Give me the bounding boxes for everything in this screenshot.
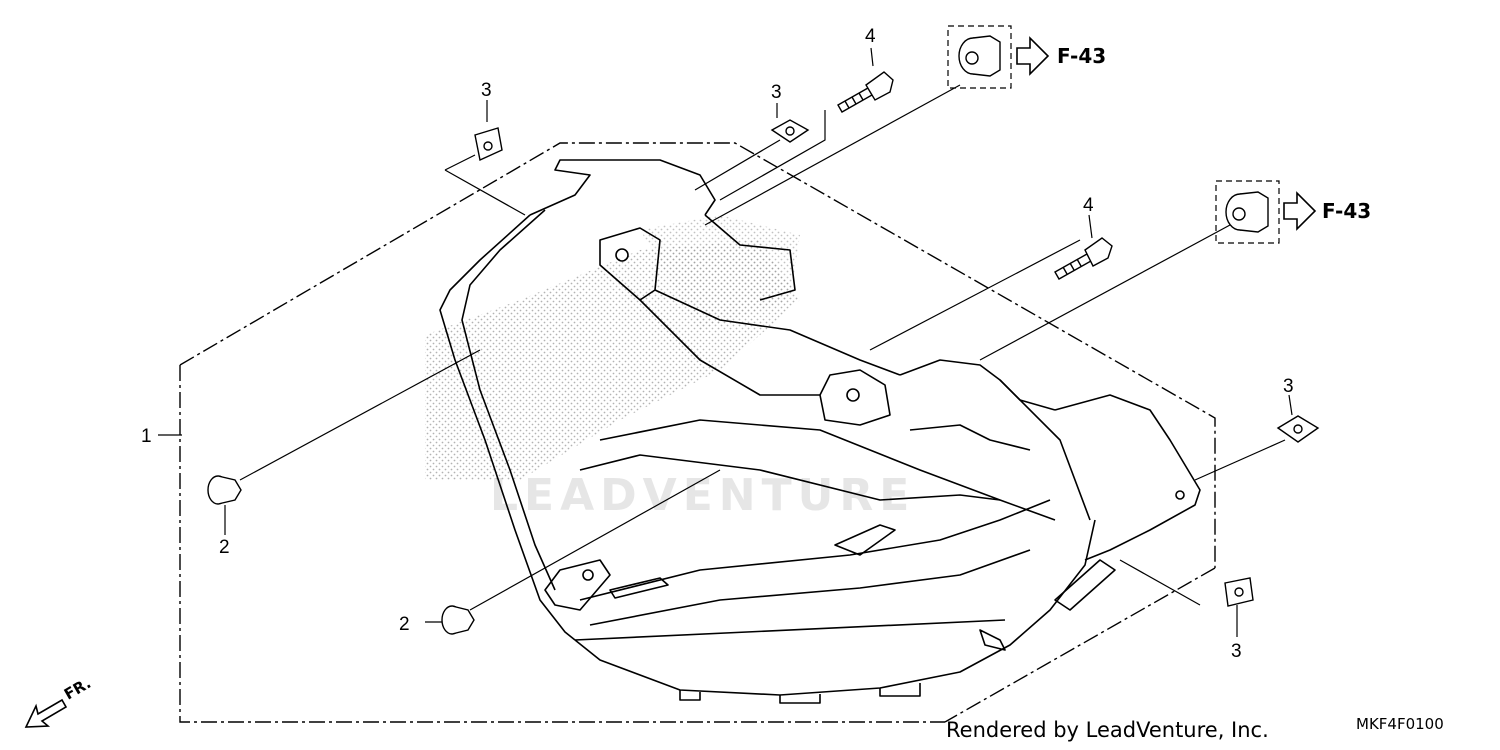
assembly-frame (179, 142, 1216, 723)
callout-3-upper-left: 3 (481, 80, 492, 101)
reference-label-upper: F-43 (1057, 44, 1106, 68)
callout-3-right-lower: 3 (1231, 641, 1242, 662)
rubber-mount-right (1215, 180, 1280, 244)
render-credit: Rendered by LeadVenture, Inc. (946, 718, 1269, 742)
reference-arrow-upper (1016, 36, 1050, 76)
callout-4-upper: 4 (865, 26, 876, 47)
headlight-housing (439, 159, 1201, 704)
leader-lines (158, 47, 1293, 637)
grommet-left-upper (207, 475, 242, 505)
clip-nut-right-lower (1224, 577, 1254, 607)
clip-nut-right-upper (1276, 415, 1320, 443)
bolt-right (1054, 237, 1113, 280)
callout-2-upper: 2 (219, 537, 230, 558)
watermark-text: LEADVENTURE (490, 470, 915, 521)
clip-nut-upper-left (474, 127, 503, 162)
front-arrow-icon (24, 698, 68, 728)
callout-3-upper-mid: 3 (771, 82, 782, 103)
front-direction-indicator: FR. (24, 674, 94, 728)
diagram-code: MKF4F0100 (1356, 715, 1444, 733)
headlight-shading (425, 215, 800, 480)
reference-arrow-right (1283, 191, 1317, 231)
reference-label-right: F-43 (1322, 199, 1371, 223)
callout-2-lower: 2 (399, 614, 410, 635)
callout-3-right-upper: 3 (1283, 376, 1294, 397)
callout-1: 1 (141, 426, 152, 447)
callout-4-right: 4 (1083, 195, 1094, 216)
clip-nut-upper-mid (770, 119, 810, 143)
bolt-upper (837, 71, 894, 113)
rubber-mount-upper (947, 25, 1012, 89)
front-label: FR. (61, 674, 94, 703)
grommet-left-lower (441, 605, 475, 635)
